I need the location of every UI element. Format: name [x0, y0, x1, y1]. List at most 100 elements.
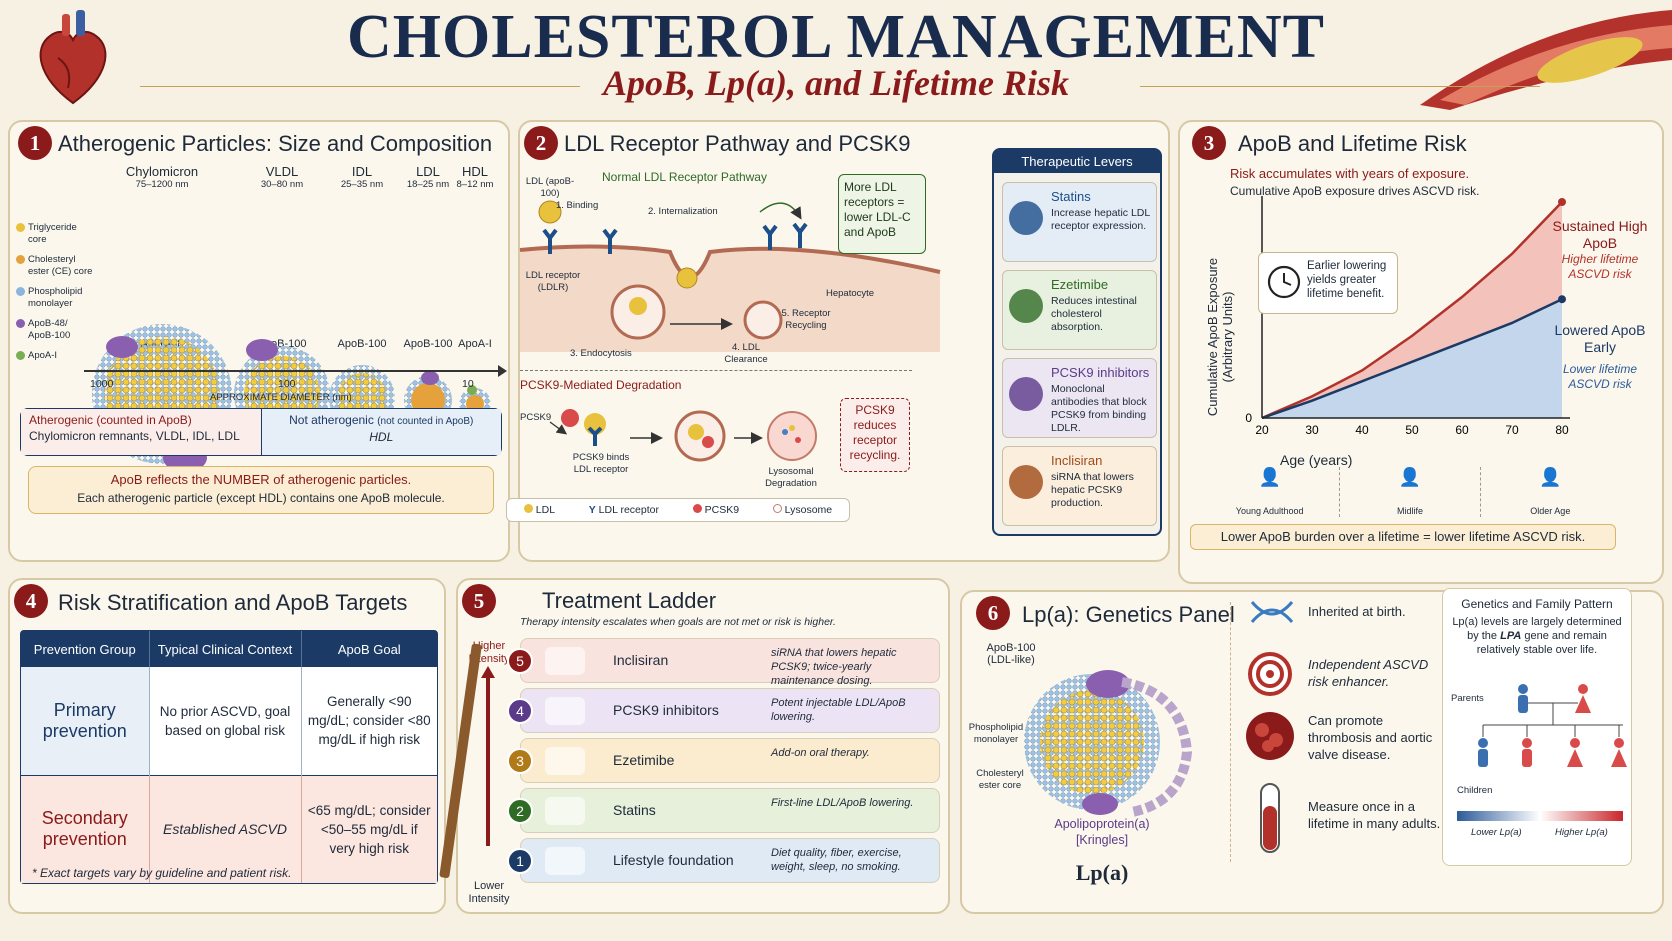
ldl-icon [523, 504, 533, 513]
drug-icon [1009, 465, 1043, 499]
panel-title: ApoB and Lifetime Risk [1238, 131, 1467, 156]
therapy-icon [545, 747, 585, 775]
stage-label: Midlife [1396, 506, 1423, 516]
table-cell: Established ASCVD [149, 775, 302, 883]
atherogenic-classification-box: Atherogenic (counted in ApoB) Chylomicro… [20, 408, 502, 456]
low-apob-label: Lowered ApoB Early [1554, 322, 1646, 355]
particle-size: 18–25 nm [406, 179, 450, 190]
children-label: Children [1457, 785, 1493, 796]
more-receptors-box: More LDL receptors = lower LDL-C and Apo… [838, 174, 926, 254]
fact: Can promote thrombosis and aortic valve … [1308, 713, 1433, 762]
pathway-legend: LDL Y LDL receptor PCSK9 Lysosome [506, 498, 850, 522]
person-icon: 👤 [1539, 467, 1562, 487]
low-area [1262, 299, 1562, 418]
pcsk9-degradation-diagram [549, 409, 817, 462]
rung-number: 3 [507, 748, 533, 774]
box-title: Not atherogenic [289, 413, 374, 427]
arrow-up-icon [481, 666, 495, 678]
lysosomal-label: Lysosomal Degradation [765, 466, 817, 489]
particle-size: 30–80 nm [260, 179, 304, 190]
divider [1230, 602, 1231, 862]
rung-number: 1 [507, 848, 533, 874]
x-tick-label: 50 [1405, 423, 1419, 437]
cholesterol-label: Cholesteryl ester core [976, 768, 1024, 791]
panel-title: Atherogenic Particles: Size and Composit… [58, 131, 493, 156]
lever-text: Reduces intestinal cholesterol absorptio… [1051, 295, 1137, 333]
drug-icon [1009, 377, 1043, 411]
particle-name: IDL [351, 164, 373, 179]
panel-number: 2 [524, 126, 558, 160]
target-icon [1248, 652, 1292, 696]
rung-number: 2 [507, 798, 533, 824]
x-tick-label: 60 [1455, 423, 1469, 437]
lpa-particle-illustration [1024, 670, 1193, 817]
diameter-axis [84, 370, 502, 372]
apob-note: ApoB reflects the NUMBER of atherogenic … [28, 466, 494, 514]
clearance-label: 4. LDL Clearance [724, 342, 768, 365]
internalization-label: 2. Internalization [648, 206, 718, 217]
higher-lpa-label: Higher Lp(a) [1555, 827, 1608, 838]
panel-ldl-receptor-pathway: 2 LDL Receptor Pathway and PCSK9 Normal … [506, 120, 1170, 562]
low-apob-sub: Lower lifetime ASCVD risk [1562, 362, 1638, 391]
panel-title: Lp(a): Genetics Panel [1022, 602, 1235, 627]
blood-tube-icon [1260, 783, 1280, 853]
particle-apo-label: ApoB-100 [403, 338, 453, 350]
reduces-recycling-box: PCSK9 reduces receptor recycling. [840, 398, 910, 472]
recycling-label: 5. Receptor Recycling [781, 308, 831, 331]
levers-title: Therapeutic Levers [994, 150, 1160, 173]
person-icon: 👤 [1398, 467, 1422, 487]
endocytosis-label: 3. Endocytosis [570, 348, 632, 359]
apob-label: ApoB-100 (LDL-like) [986, 642, 1036, 666]
particle-size: 8–12 nm [456, 179, 494, 190]
box-title: Atherogenic (counted in ApoB) [29, 413, 192, 427]
x-tick-label: 80 [1555, 423, 1569, 437]
particle-legend: Triglyceride core Cholesteryl ester (CE)… [16, 222, 96, 362]
rung-text: Diet quality, fiber, exercise, weight, s… [771, 847, 902, 873]
normal-pathway-title: Normal LDL Receptor Pathway [602, 170, 767, 184]
panel-treatment-ladder: 5 Treatment Ladder Therapy intensity esc… [439, 578, 950, 914]
lysosome-icon [772, 504, 782, 513]
lpa-facts: Inherited at birth. Independent ASCVD ri… [1242, 592, 1452, 902]
table-header: Typical Clinical Context [149, 631, 302, 667]
particle-apo-label: ApoB-100 [337, 338, 387, 350]
therapy-icon [545, 847, 585, 875]
box-text: Chylomicron remnants, VLDL, IDL, LDL [29, 429, 240, 443]
lower-intensity-label: Lower Intensity [468, 880, 510, 905]
receptor-icon: Y [588, 504, 596, 516]
dna-icon [1250, 601, 1294, 623]
lpa-label: Lp(a) [1075, 860, 1129, 885]
lever-text: Monoclonal antibodies that block PCSK9 f… [1051, 383, 1147, 434]
rung-number: 4 [507, 698, 533, 724]
lower-lpa-label: Lower Lp(a) [1471, 827, 1522, 838]
table-cell: Secondary prevention [21, 775, 150, 883]
panel-atherogenic-particles: 1 Atherogenic Particles: Size and Compos… [8, 120, 510, 562]
clock-note: Earlier lowering yields greater lifetime… [1258, 252, 1398, 314]
hepatocyte-label: Hepatocyte [826, 288, 875, 299]
table-header: Prevention Group [21, 631, 150, 667]
rung-text: First-line LDL/ApoB lowering. [771, 797, 914, 809]
x-tick-label: 20 [1255, 423, 1269, 437]
rung-name: Statins [613, 802, 656, 818]
panel-apob-lifetime-risk: 3 ApoB and Lifetime Risk Risk accumulate… [1178, 120, 1664, 584]
therapy-icon [545, 647, 585, 675]
page-subtitle: ApoB, Lp(a), and Lifetime Risk [603, 63, 1069, 103]
ladder-rung: 2 Statins First-line LDL/ApoB lowering. [507, 788, 940, 833]
panel-number: 1 [18, 126, 52, 160]
particle-name: HDL [461, 164, 488, 179]
table-footnote: * Exact targets vary by guideline and pa… [32, 866, 292, 880]
table-cell: Generally <90 mg/dL; consider <80 mg/dL … [301, 667, 437, 775]
axis-tick: 100 [278, 378, 296, 390]
ldl-label: LDL (apoB-100) [525, 176, 575, 199]
pcsk9-icon [692, 504, 702, 513]
genetics-family-pattern: Genetics and Family Pattern Lp(a) levels… [1442, 588, 1632, 866]
divider [520, 370, 912, 371]
ldl-receptor-pathway-diagram [519, 200, 941, 352]
